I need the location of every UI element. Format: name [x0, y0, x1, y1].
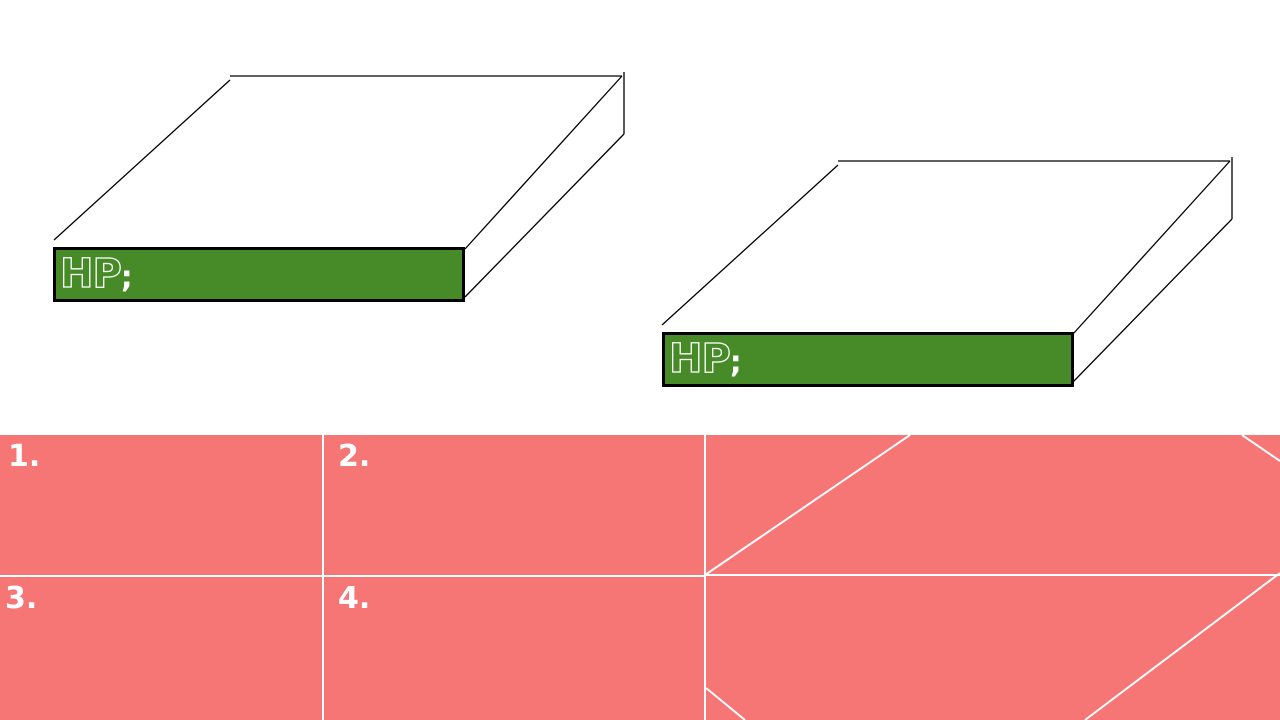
- move-slot-3-number: 3.: [5, 581, 38, 616]
- enemy-hp-label: HP;: [668, 335, 742, 387]
- move-slot-3[interactable]: 3.: [0, 577, 322, 720]
- player-hp-label: HP;: [59, 250, 133, 302]
- enemy-hp-text: HP: [668, 335, 731, 382]
- move-slot-2-number: 2.: [338, 439, 371, 474]
- move-slot-1-number: 1.: [8, 439, 41, 474]
- panel-horizontal-divider: [0, 575, 705, 577]
- player-hp-text: HP: [59, 250, 122, 297]
- panel-vertical-divider-1: [322, 435, 324, 720]
- player-platform: [53, 72, 1233, 383]
- move-slot-4[interactable]: 4.: [324, 577, 704, 720]
- player-hp-bar: HP;: [53, 247, 465, 302]
- panel-decoration: [704, 435, 1280, 720]
- enemy-hp-separator: ;: [729, 345, 742, 380]
- move-slot-2[interactable]: 2.: [324, 435, 704, 575]
- panel-vertical-divider-2: [704, 435, 706, 720]
- move-panel: 1. 2. 3. 4.: [0, 435, 1280, 720]
- move-slot-4-number: 4.: [338, 581, 371, 616]
- move-slot-1[interactable]: 1.: [0, 435, 322, 575]
- enemy-hp-bar: HP;: [662, 332, 1074, 387]
- player-hp-separator: ;: [120, 260, 133, 295]
